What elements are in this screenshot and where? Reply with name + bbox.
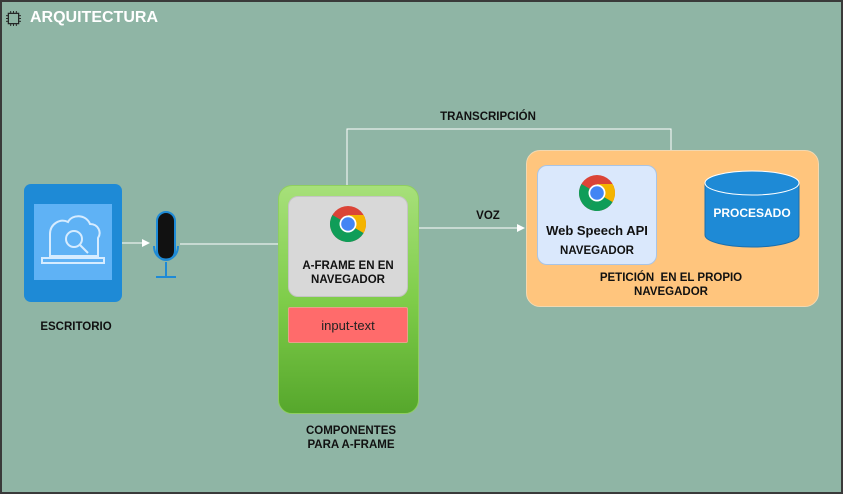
componentes-label-line2: PARA A-FRAME [307,439,395,451]
escritorio-label: ESCRITORIO [40,321,112,333]
transcripcion-label: TRANSCRIPCIÓN [440,111,536,123]
input-text-label: input-text [321,317,375,333]
peticion-label-line1: PETICIÓN EN EL PROPIO [599,272,743,284]
aframe-label-line1: A-FRAME EN EN [302,260,394,272]
componentes-label-line1: COMPONENTES [305,425,397,437]
peticion-label-line2: NAVEGADOR [634,286,708,298]
diagram-title: ARQUITECTURA [30,9,158,26]
web-speech-api-card: Web Speech API NAVEGADOR [537,165,657,265]
voz-label: VOZ [476,210,500,222]
arrow-transcripcion [343,128,672,195]
procesado-label: PROCESADO [713,206,791,220]
aframe-label: A-FRAME EN EN NAVEGADOR [289,259,407,287]
desktop-screen [34,204,112,280]
input-text-component: input-text [288,307,408,343]
chrome-icon [329,206,366,243]
desktop-node [24,184,122,302]
componentes-label: COMPONENTES PARA A-FRAME [288,424,414,452]
cloud-search-laptop-icon [41,215,105,264]
aframe-browser-card: A-FRAME EN EN NAVEGADOR [288,196,408,297]
title-bar: ARQUITECTURA [6,6,158,30]
chip-icon [6,10,21,26]
database-icon [704,170,800,248]
peticion-label: PETICIÓN EN EL PROPIO NAVEGADOR [576,271,766,299]
microphone-icon [153,211,179,278]
web-speech-api-label: Web Speech API [546,223,648,238]
chrome-icon [578,175,615,212]
aframe-label-line2: NAVEGADOR [311,274,385,286]
navegador-label: NAVEGADOR [560,245,634,257]
